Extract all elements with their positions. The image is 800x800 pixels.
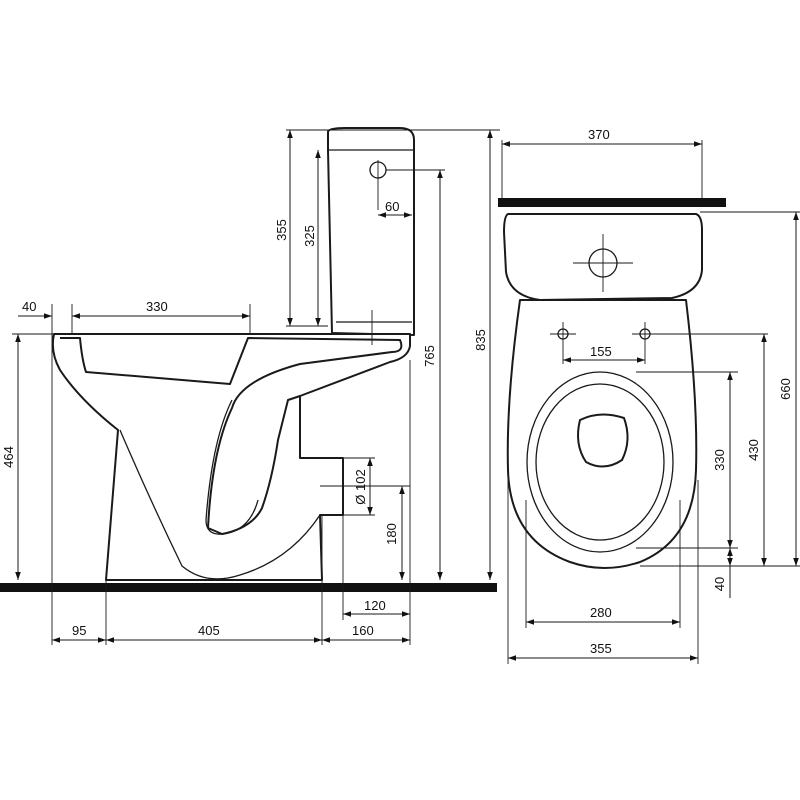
dim-label-40-top: 40 bbox=[712, 577, 727, 591]
dim-label-160: 160 bbox=[352, 623, 374, 638]
dim-label-325: 325 bbox=[302, 225, 317, 247]
dim-label-355-top: 355 bbox=[590, 641, 612, 656]
dim-label-330-top: 330 bbox=[712, 449, 727, 471]
dim-label-180: 180 bbox=[384, 523, 399, 545]
top-view: 370 155 660 430 330 40 280 355 bbox=[498, 127, 800, 664]
dim-label-280: 280 bbox=[590, 605, 612, 620]
dim-label-60: 60 bbox=[385, 199, 399, 214]
dim-label-660: 660 bbox=[778, 378, 793, 400]
dim-label-40-side: 40 bbox=[22, 299, 36, 314]
dim-label-405: 405 bbox=[198, 623, 220, 638]
dim-label-765: 765 bbox=[422, 345, 437, 367]
dim-label-430: 430 bbox=[746, 439, 761, 461]
bowl-inner-curve bbox=[205, 399, 259, 535]
side-view: 40 330 355 325 60 765 835 464 Ø 102 180 … bbox=[0, 127, 500, 645]
dim-label-diameter-102: Ø 102 bbox=[353, 469, 368, 504]
dim-label-835: 835 bbox=[473, 329, 488, 351]
dim-label-370: 370 bbox=[588, 127, 610, 142]
dim-label-155: 155 bbox=[590, 344, 612, 359]
floor-line-side bbox=[0, 583, 497, 592]
wall-line-top bbox=[498, 198, 726, 207]
trap-lower-curve bbox=[119, 429, 321, 580]
seat-inner bbox=[535, 383, 665, 541]
dim-label-330-side: 330 bbox=[146, 299, 168, 314]
dim-label-95: 95 bbox=[72, 623, 86, 638]
dim-label-355-side: 355 bbox=[274, 219, 289, 241]
trap-way bbox=[60, 337, 403, 535]
cistern-side bbox=[327, 127, 415, 336]
dim-label-120: 120 bbox=[364, 598, 386, 613]
seat-ring bbox=[526, 371, 674, 553]
dim-label-464: 464 bbox=[1, 446, 16, 468]
water-opening bbox=[577, 413, 629, 468]
